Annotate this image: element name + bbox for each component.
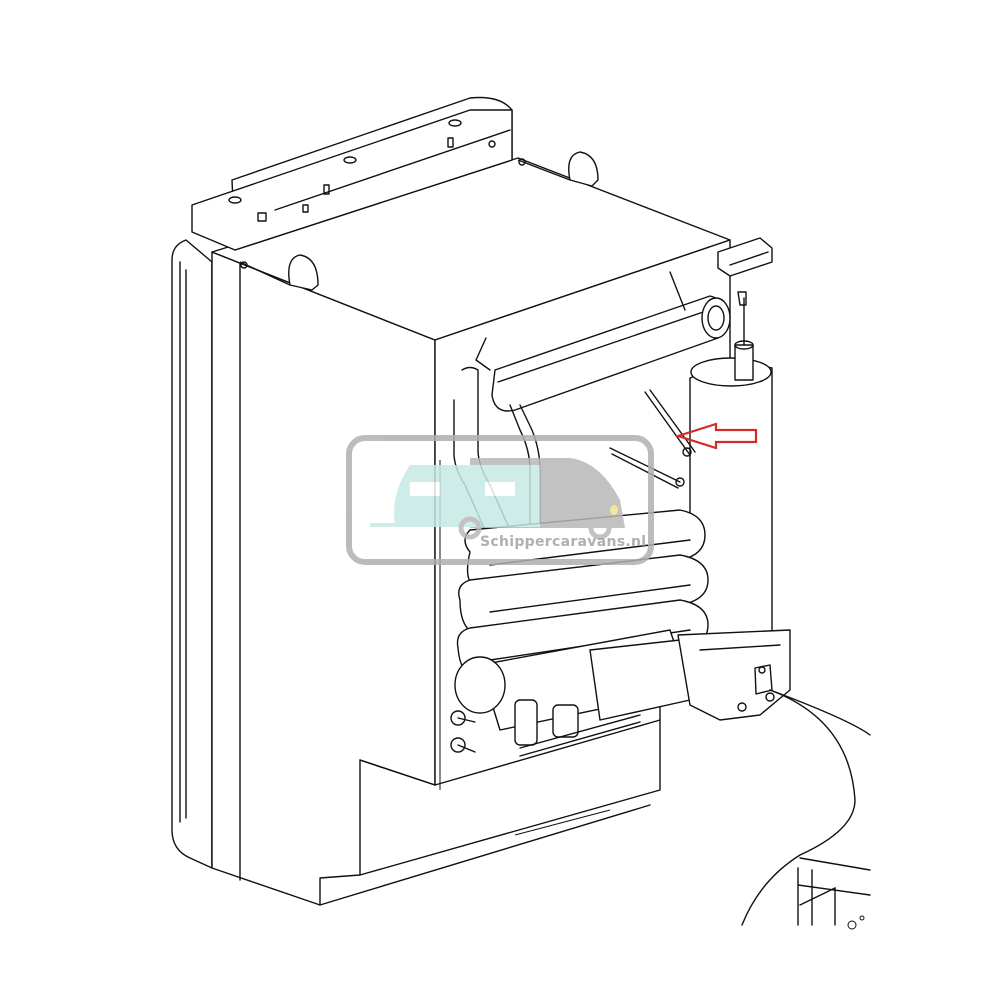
watermark-logo [346,435,654,565]
burner-housing [677,629,791,721]
condenser-tube [475,271,731,412]
right-bracket [717,237,773,277]
fridge-door-side [171,239,213,869]
watermark-text: Schippercaravans.nl [480,534,647,550]
top-brackets [239,151,599,291]
watermark-caravan [394,465,540,525]
gas-valve-fittings [450,699,641,757]
detail-callout [741,689,871,930]
thermocouple-rods [609,389,696,489]
watermark-headlight [610,505,618,515]
evaporator-coils [456,509,709,681]
top-rear-rail [191,96,513,251]
cabinet-left-face [211,251,436,906]
annotation-arrow [674,422,758,450]
